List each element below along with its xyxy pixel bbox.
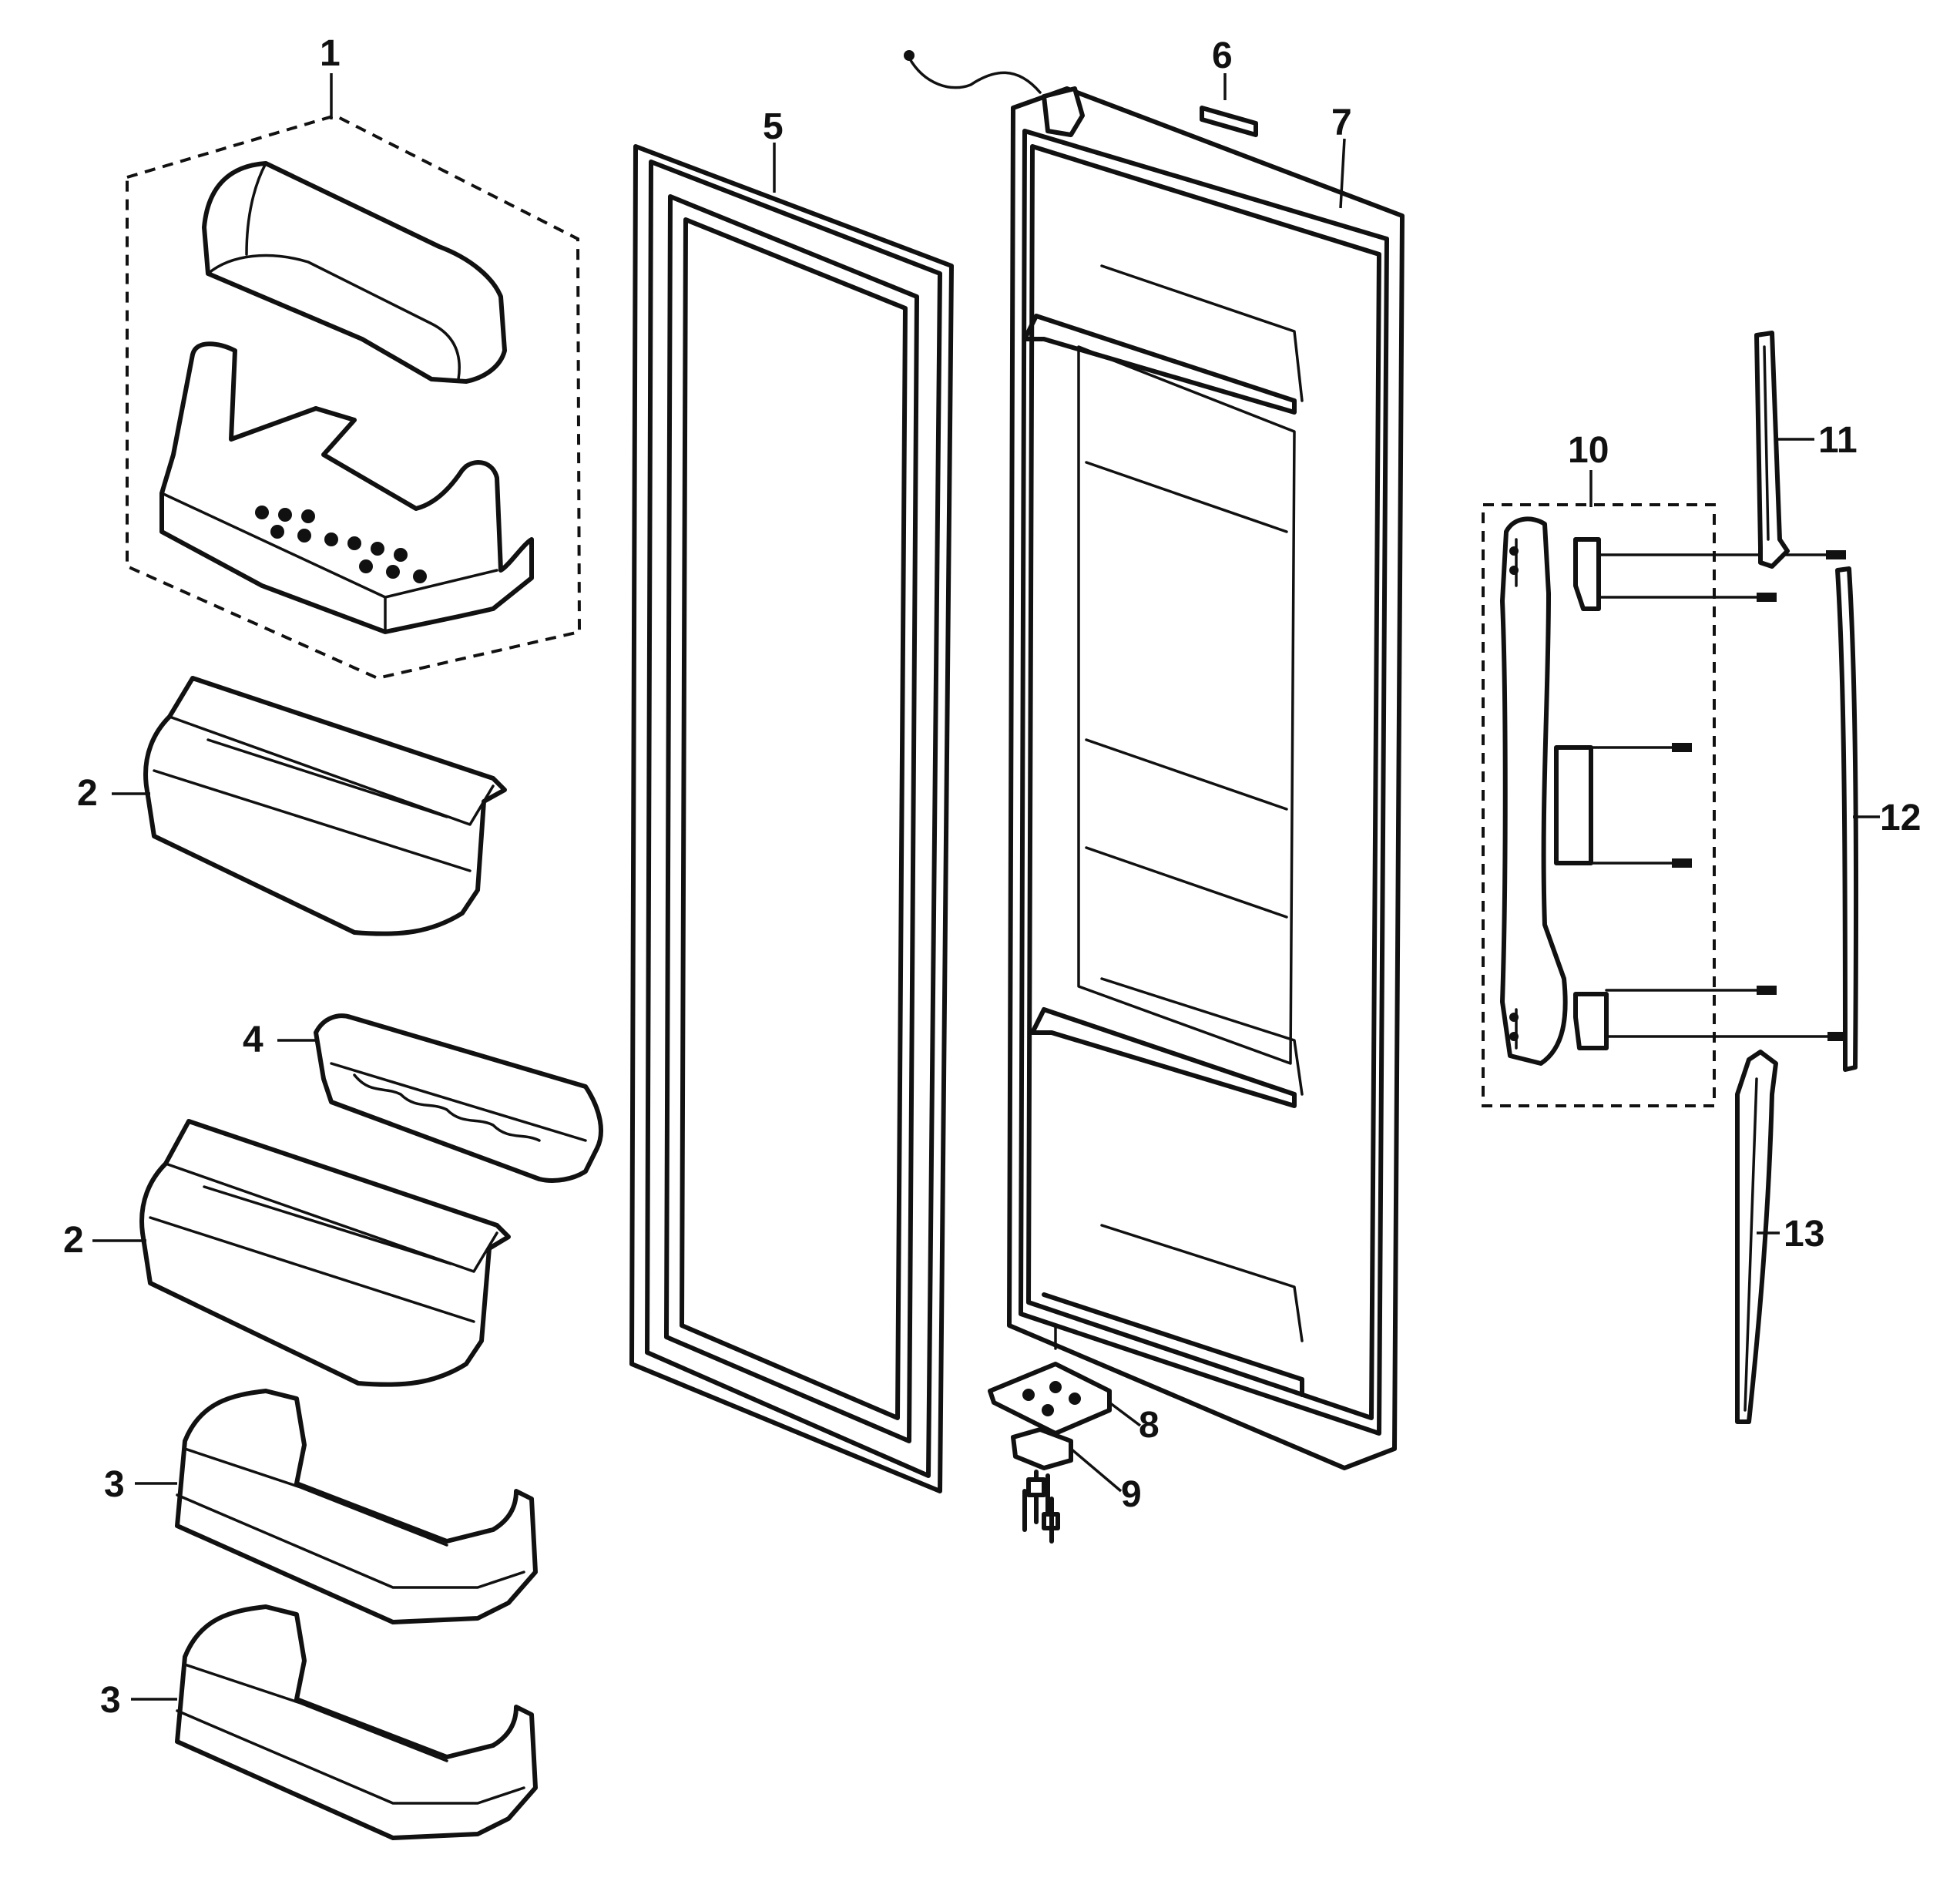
part-2-door-bin-upper: [112, 676, 507, 936]
part-10-group-outline: [1482, 503, 1716, 1107]
part-8-lower-hinge: [988, 1362, 1142, 1436]
part-12-handle-strip: [1835, 566, 1880, 1072]
part-3-shelf-bin-upper: [135, 1389, 538, 1624]
part-6-hinge-pin: [1200, 73, 1258, 137]
handle-body: [1500, 516, 1568, 1066]
callout-3-upper: 3: [104, 1464, 125, 1505]
handle-screws: [1672, 550, 1848, 1041]
part-9-hinge-bracket: [1011, 1427, 1123, 1544]
part-11-upper-trim: [1754, 331, 1814, 569]
part-4-small-bin: [277, 1013, 603, 1183]
callout-9: 9: [1121, 1474, 1142, 1515]
part-5-door-gasket: [629, 143, 954, 1493]
callout-8: 8: [1139, 1405, 1160, 1446]
part-7-door-liner: [904, 50, 1405, 1470]
dairy-bin-holes: [255, 506, 427, 583]
callout-4: 4: [243, 1020, 263, 1060]
part-1-dairy-compartment: [126, 73, 582, 680]
callout-3-lower: 3: [100, 1680, 121, 1721]
callout-11: 11: [1818, 420, 1858, 461]
callout-2-upper: 2: [77, 773, 98, 814]
part-10-handle-assembly: [1482, 470, 1848, 1107]
callout-5: 5: [763, 106, 784, 147]
callout-10: 10: [1568, 430, 1609, 471]
callout-6: 6: [1212, 35, 1233, 76]
dairy-cover: [202, 161, 507, 384]
dairy-bin: [159, 341, 534, 634]
callout-7: 7: [1331, 102, 1352, 143]
callout-2-lower: 2: [63, 1220, 84, 1261]
callout-1: 1: [320, 33, 341, 74]
door-wire: [908, 56, 1042, 94]
part-13-lower-trim: [1734, 1050, 1780, 1424]
callout-labels: 1 2 4 2 3 3 5 6 7 8 9 10 11 12 13: [63, 33, 1921, 1721]
part-2-door-bin-lower: [92, 1119, 511, 1387]
callout-12: 12: [1880, 798, 1921, 838]
part-3-shelf-bin-lower: [131, 1604, 538, 1840]
callout-13: 13: [1784, 1214, 1824, 1255]
